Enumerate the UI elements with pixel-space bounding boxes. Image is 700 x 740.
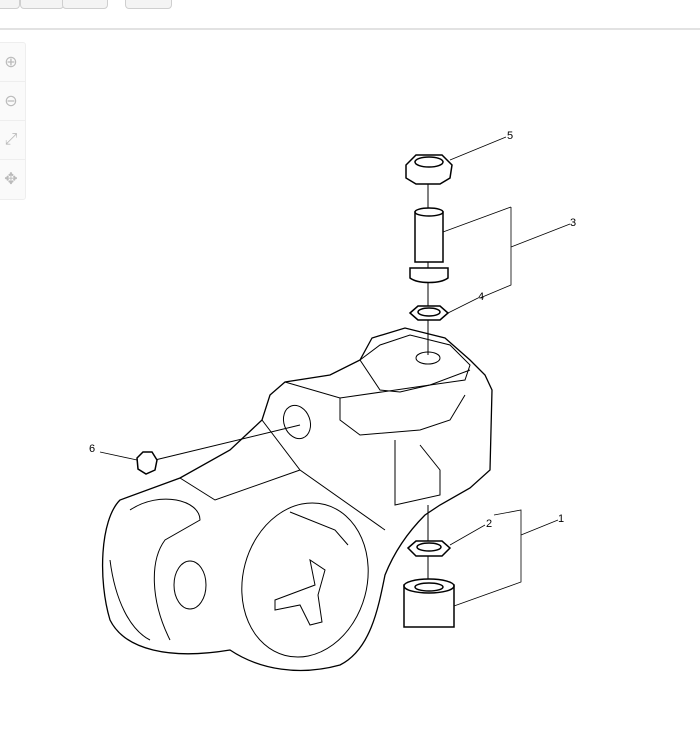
- part-5-nut[interactable]: [405, 154, 453, 185]
- callout-3[interactable]: 3: [570, 217, 576, 229]
- zoom-out-icon: ⊖: [4, 93, 18, 110]
- zoom-controls: ⊕ ⊖ ⤢ ✥: [0, 42, 26, 200]
- part-3-sleeve[interactable]: [409, 207, 449, 284]
- fit-button[interactable]: ⤢: [0, 121, 25, 160]
- callout-6[interactable]: 6: [89, 443, 95, 455]
- fit-icon: ⤢: [4, 131, 18, 148]
- toolbar-button[interactable]: [62, 0, 108, 9]
- callout-4[interactable]: 4: [478, 291, 484, 303]
- callout-2[interactable]: 2: [486, 518, 492, 530]
- leader-lines: [99, 136, 571, 607]
- toolbar-button[interactable]: [0, 0, 20, 9]
- toolbar: [0, 0, 700, 30]
- assembly-axis: [154, 424, 301, 461]
- part-2-washer[interactable]: [406, 540, 452, 557]
- zoom-out-button[interactable]: ⊖: [0, 82, 25, 121]
- bracket-body: [101, 327, 493, 672]
- pan-button[interactable]: ✥: [0, 160, 25, 198]
- callout-1[interactable]: 1: [558, 513, 564, 525]
- callout-labels: 1 2 3 4 5 6: [89, 130, 576, 530]
- part-6-plug[interactable]: [136, 451, 158, 475]
- part-4-washer[interactable]: [408, 305, 450, 321]
- callout-5[interactable]: 5: [507, 130, 513, 142]
- toolbar-button[interactable]: [125, 0, 172, 9]
- zoom-in-button[interactable]: ⊕: [0, 43, 25, 82]
- pan-icon: ✥: [4, 171, 18, 188]
- part-1-cap[interactable]: [403, 578, 455, 628]
- zoom-in-icon: ⊕: [4, 54, 18, 71]
